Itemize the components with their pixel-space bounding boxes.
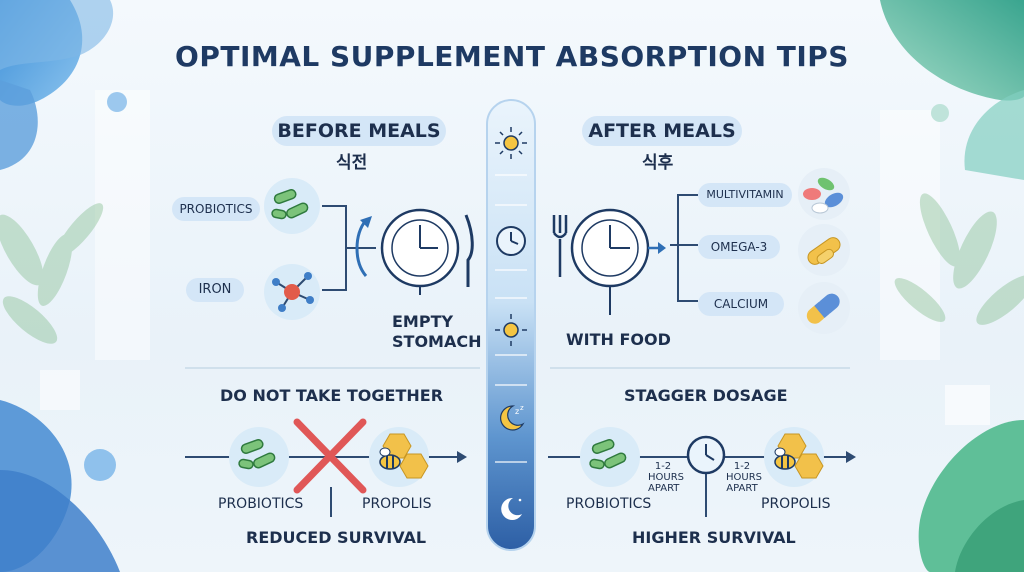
omega-3-capsule-icon [798, 224, 850, 276]
stagger-item-propolis: PROPOLIS [761, 496, 831, 512]
calcium-capsule-icon [798, 282, 850, 334]
sun-icon [495, 314, 527, 346]
do-not-take-heading: DO NOT TAKE TOGETHER [220, 386, 444, 405]
after-connectors [670, 194, 698, 302]
svg-text:z: z [515, 407, 519, 416]
do-not-take-item-probiotics: PROBIOTICS [218, 496, 304, 512]
after-item-calcium: CALCIUM [698, 292, 784, 316]
moon-icon: z z [500, 404, 525, 431]
gap-right-line2: HOURS [726, 472, 763, 483]
empty-stomach-label-line2: STOMACH [392, 332, 482, 351]
higher-survival-label: HIGHER SURVIVAL [632, 528, 796, 547]
before-meals-heading: BEFORE MEALS [272, 116, 446, 146]
multivitamin-pills-icon [798, 168, 850, 220]
gap-left-label: 1-2 HOURS APART [648, 461, 685, 494]
gap-right-line1: 1-2 [733, 461, 751, 472]
probiotics-icon [264, 178, 320, 234]
before-connectors [322, 205, 376, 291]
empty-stomach-label-line1: EMPTY [392, 312, 454, 331]
clock-icon [496, 226, 526, 256]
page-title: OPTIMAL SUPPLEMENT ABSORPTION TIPS [175, 40, 849, 73]
gap-left-line2: HOURS [648, 472, 685, 483]
gap-left-line1: 1-2 [654, 461, 672, 472]
after-item-multivitamin: MULTIVITAMIN [698, 183, 792, 207]
before-item-probiotics: PROBIOTICS [172, 197, 260, 221]
do-not-take-diagram [185, 418, 467, 517]
moon-icon [501, 497, 522, 520]
reduced-survival-label: REDUCED SURVIVAL [246, 528, 427, 547]
gap-right-line3: APART [726, 483, 758, 494]
stagger-item-probiotics: PROBIOTICS [566, 496, 652, 512]
gap-left-line3: APART [648, 483, 680, 494]
before-item-iron: IRON [186, 278, 244, 302]
with-food-label: WITH FOOD [566, 330, 671, 349]
after-meals-heading: AFTER MEALS [582, 116, 742, 146]
stagger-diagram [548, 427, 856, 517]
after-meals-korean: 식후 [642, 153, 674, 173]
iron-molecule-icon [264, 264, 320, 320]
gap-right-label: 1-2 HOURS APART [726, 461, 763, 494]
after-item-omega-3: OMEGA-3 [698, 235, 780, 259]
with-food-plate-icon [552, 208, 666, 315]
do-not-take-item-propolis: PROPOLIS [362, 496, 432, 512]
empty-plate-icon [380, 208, 474, 295]
svg-text:z: z [520, 404, 524, 412]
stagger-dosage-heading: STAGGER DOSAGE [624, 386, 788, 405]
sun-icon [495, 127, 527, 159]
before-meals-korean: 식전 [336, 153, 368, 173]
